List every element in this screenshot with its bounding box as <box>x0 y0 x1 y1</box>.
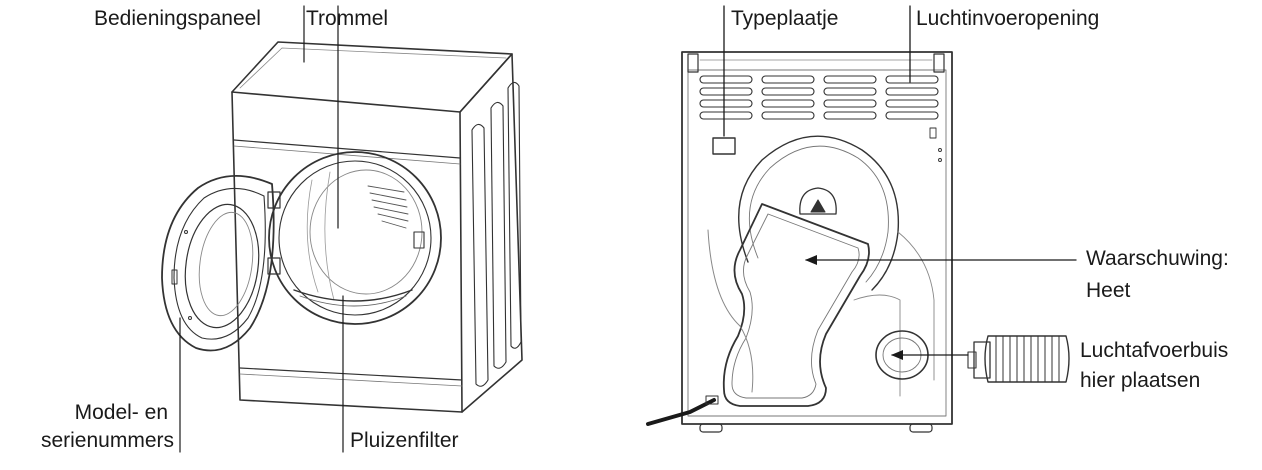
front-cabinet-face <box>231 91 463 413</box>
label-exhaust-line2: hier plaatsen <box>1080 369 1201 392</box>
label-lint-filter: Pluizenfilter <box>350 429 459 452</box>
rear-leader-lines <box>723 5 1077 360</box>
lint-filter-slot <box>293 289 413 302</box>
air-inlet-slots <box>699 75 939 120</box>
label-warning-line1: Waarschuwing: <box>1086 247 1229 270</box>
rear-cabinet <box>681 51 953 425</box>
front-cabinet-side <box>459 53 523 413</box>
front-leader-lines <box>179 5 344 453</box>
model-serial-plate <box>171 269 178 285</box>
door-hinge-bottom <box>267 257 281 275</box>
label-model-serial-line2: serienummers <box>40 429 174 452</box>
label-drum: Trommel <box>306 7 389 30</box>
fan-housing <box>738 135 900 291</box>
drum-vent-grille <box>367 185 409 229</box>
exhaust-hose <box>967 335 1070 383</box>
label-model-serial-line1: Model- en <box>74 401 168 424</box>
label-rating-plate: Typeplaatje <box>731 7 839 30</box>
hot-duct-cover <box>722 203 870 407</box>
warning-triangle <box>799 187 837 215</box>
label-exhaust-line1: Luchtafvoerbuis <box>1080 339 1229 362</box>
label-warning-line2: Heet <box>1086 279 1131 302</box>
drum-opening <box>268 151 442 325</box>
front-plinth <box>239 367 463 381</box>
control-panel-band <box>233 139 461 159</box>
rating-plate <box>712 137 736 155</box>
front-dryer <box>161 41 523 413</box>
label-control-panel: Bedieningspaneel <box>94 7 261 30</box>
label-air-inlet: Luchtinvoeropening <box>916 7 1100 30</box>
door-glass <box>184 203 260 329</box>
power-cable <box>646 398 716 426</box>
front-door-open <box>161 175 275 352</box>
rear-dryer <box>646 51 953 433</box>
